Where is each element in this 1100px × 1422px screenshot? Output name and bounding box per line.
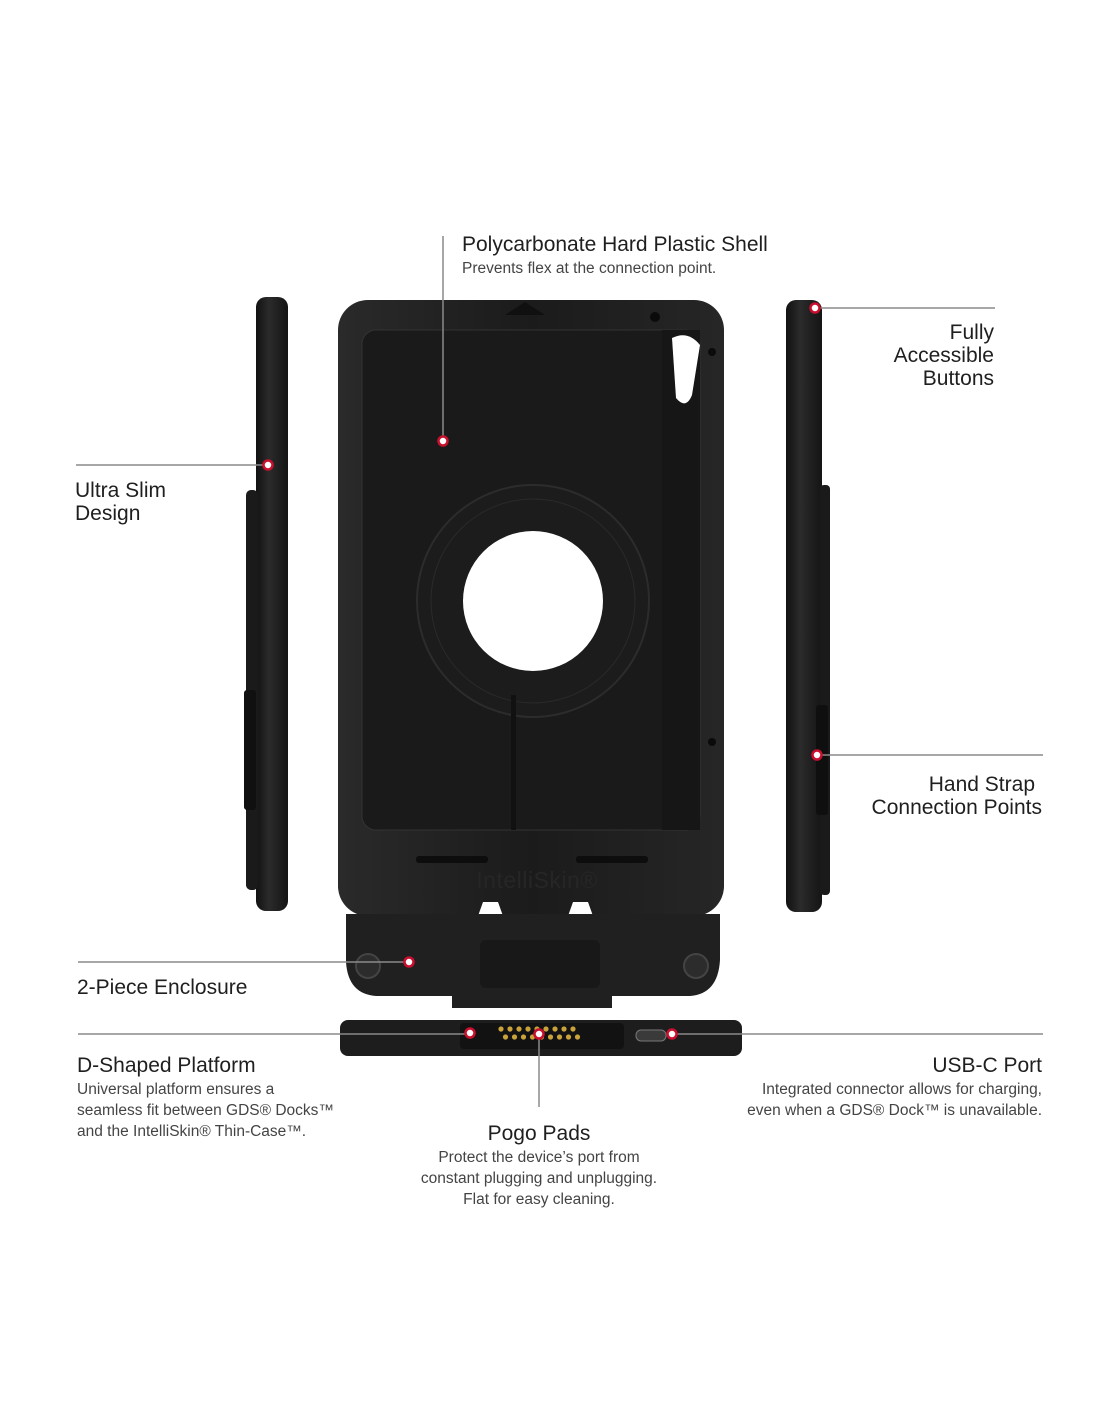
pogo-pin [543, 1026, 549, 1032]
pogo-pin-array [498, 1026, 581, 1040]
pogo-label: Pogo Pads Protect the device’s port from… [389, 1122, 689, 1210]
enclosure-title: 2-Piece Enclosure [77, 976, 248, 999]
buttons-line-2: Accessible [893, 344, 994, 367]
shell-title: Polycarbonate Hard Plastic Shell [462, 233, 768, 256]
marker-buttons [809, 302, 821, 314]
pogo-pin [502, 1034, 509, 1040]
platform-desc-1: Universal platform ensures a [77, 1081, 275, 1098]
marker-enclosure [403, 956, 415, 968]
pogo-pin [547, 1034, 554, 1040]
pogo-pin [570, 1026, 576, 1032]
platform-desc-2: seamless fit between GDS® Docks™ [77, 1102, 334, 1119]
pogo-pin [516, 1026, 522, 1032]
pogo-pin [556, 1034, 563, 1040]
buttons-label: Fully Accessible Buttons [830, 321, 994, 390]
usbc-desc-1: Integrated connector allows for charging… [761, 1081, 1042, 1098]
marker-pogo [533, 1028, 545, 1040]
pogo-pin [511, 1034, 518, 1040]
shell-desc: Prevents flex at the connection point. [462, 260, 717, 277]
platform-label: D-Shaped Platform Universal platform ens… [77, 1054, 334, 1142]
marker-slim [262, 459, 274, 471]
usbc-title: USB-C Port [932, 1054, 1042, 1077]
buttons-line-1: Fully [949, 321, 994, 344]
pogo-title: Pogo Pads [487, 1122, 591, 1145]
usbc-desc-2: even when a GDS® Dock™ is unavailable. [747, 1102, 1042, 1119]
slim-line-1: Ultra Slim [75, 479, 167, 502]
main-shell [338, 300, 724, 916]
marker-usbc [666, 1028, 678, 1040]
pogo-pin [552, 1026, 558, 1032]
platform-desc-3: and the IntelliSkin® Thin-Case™. [77, 1123, 307, 1140]
strap-line-2: Connection Points [871, 796, 1042, 819]
pogo-desc-3: Flat for easy cleaning. [463, 1191, 615, 1208]
marker-shell [437, 435, 449, 447]
pogo-desc-2: constant plugging and unplugging. [420, 1170, 658, 1187]
pogo-pin [525, 1026, 531, 1032]
buttons-line-3: Buttons [922, 367, 994, 390]
strap-line-1: Hand Strap [928, 773, 1035, 796]
pogo-pin [574, 1034, 581, 1040]
slim-line-2: Design [75, 502, 141, 525]
pogo-pin [561, 1026, 567, 1032]
marker-platform [464, 1027, 476, 1039]
pogo-pin [565, 1034, 572, 1040]
callout-markers [262, 302, 823, 1040]
pogo-pin [498, 1026, 504, 1032]
pogo-pin [507, 1026, 513, 1032]
bottom-enclosure [346, 914, 720, 1008]
left-side-view [244, 297, 288, 911]
slim-label: Ultra Slim Design [75, 479, 166, 525]
pogo-desc-1: Protect the device’s port from [438, 1149, 640, 1166]
marker-strap [811, 749, 823, 761]
pogo-pin [520, 1034, 527, 1040]
intelliskin-logo: IntelliSkin® [476, 867, 597, 893]
right-side-view [786, 300, 830, 912]
usbc-label: USB-C Port Integrated connector allows f… [700, 1054, 1042, 1121]
strap-label: Hand Strap Connection Points [820, 773, 1042, 819]
platform-title: D-Shaped Platform [77, 1054, 256, 1077]
